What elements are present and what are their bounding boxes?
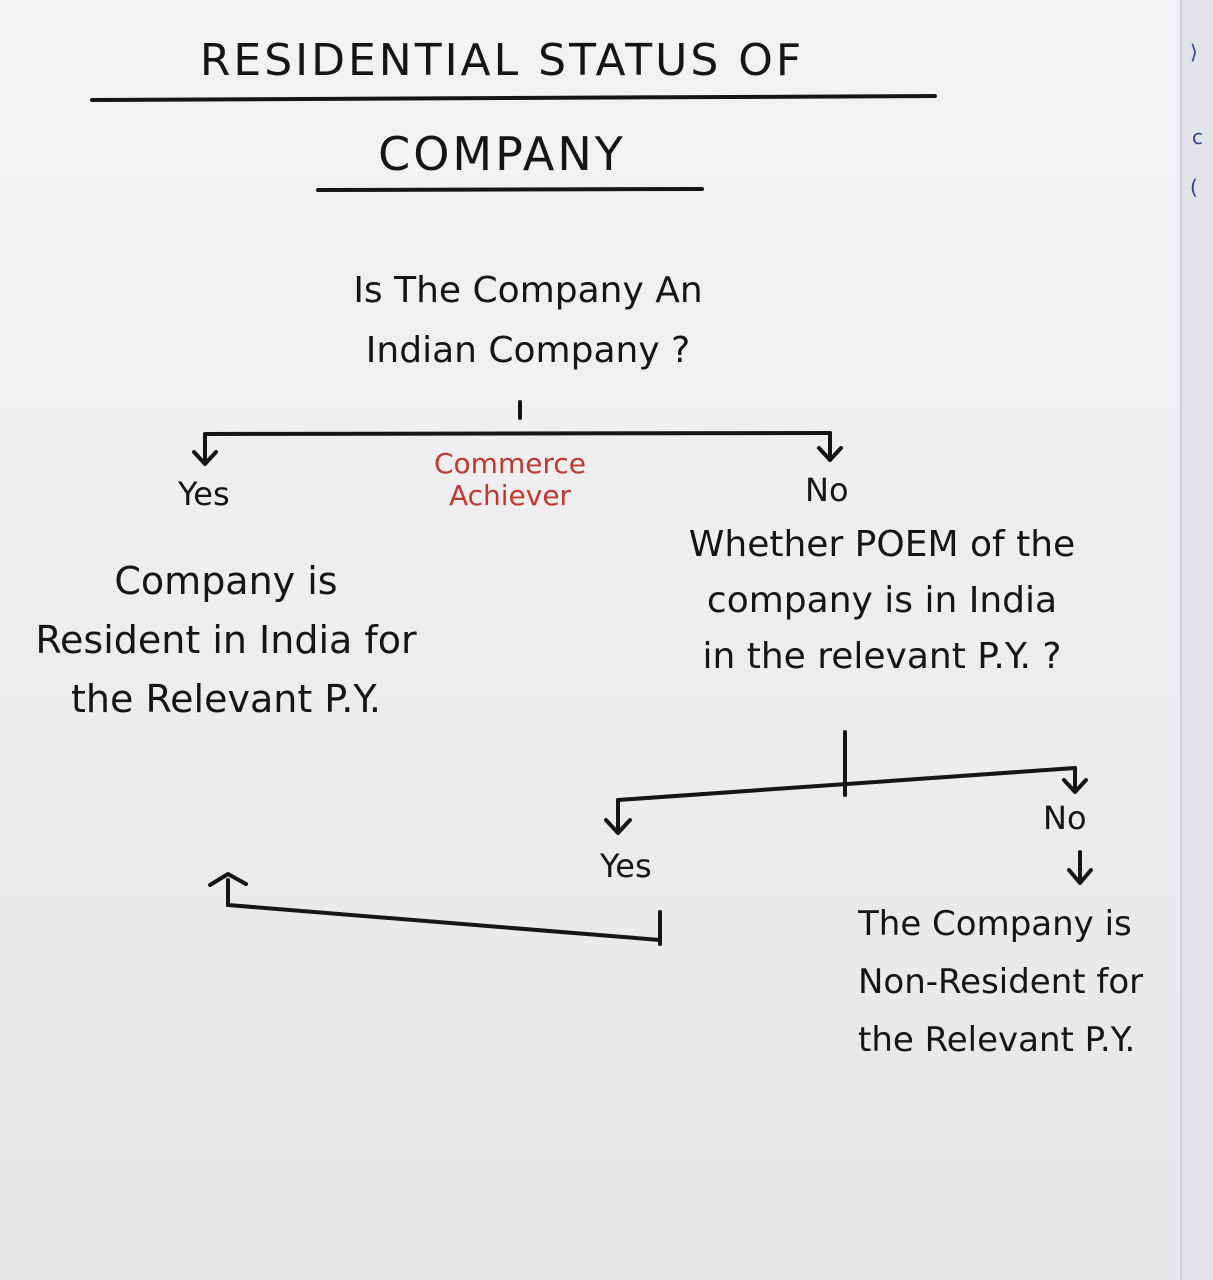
question2-line1: Whether POEM of the <box>688 524 1076 565</box>
branch2-no-label: No <box>1043 799 1087 837</box>
adjacent-page-scribble-3: ( <box>1190 175 1198 199</box>
adjacent-page-scribble: ⟩ <box>1190 40 1198 64</box>
watermark-line1: Commerce <box>434 447 586 480</box>
resident-result-text: Company is Resident in India for the Rel… <box>35 559 417 721</box>
no2-down-arrowhead <box>1067 868 1093 885</box>
branch2-horizontal <box>616 766 1077 802</box>
question1-line2: Indian Company ? <box>365 330 691 371</box>
branch2-right-arrowhead <box>1062 778 1088 794</box>
branch1-horizontal <box>203 431 832 436</box>
title-underline-1 <box>90 94 937 102</box>
title-underline-2 <box>316 187 704 192</box>
diagram-title-line2: COMPANY <box>378 127 626 181</box>
question2-line2: company is in India <box>706 580 1058 621</box>
branch1-right-arrowhead <box>817 446 843 462</box>
loop-arrowhead <box>208 872 248 887</box>
branch1-no-label: No <box>805 471 849 509</box>
adjacent-page-edge: ⟩ c ( <box>1180 0 1213 1280</box>
branch1-left-arrowhead <box>192 450 218 466</box>
branch2-left-arrowhead <box>604 818 632 835</box>
branch1-yes-label: Yes <box>178 475 230 513</box>
question2-line3: in the relevant P.Y. ? <box>702 636 1062 677</box>
loop-horizontal <box>226 903 662 942</box>
watermark-line2: Achiever <box>448 479 572 512</box>
question1-line1: Is The Company An <box>353 270 703 311</box>
diagram-title-line1: RESIDENTIAL STATUS OF <box>199 35 805 86</box>
branch2-yes-label: Yes <box>600 847 652 885</box>
non-resident-result-text: The Company is Non-Resident for the Rele… <box>858 904 1144 1060</box>
adjacent-page-scribble-2: c <box>1192 125 1203 149</box>
paper-page <box>0 0 1178 1280</box>
